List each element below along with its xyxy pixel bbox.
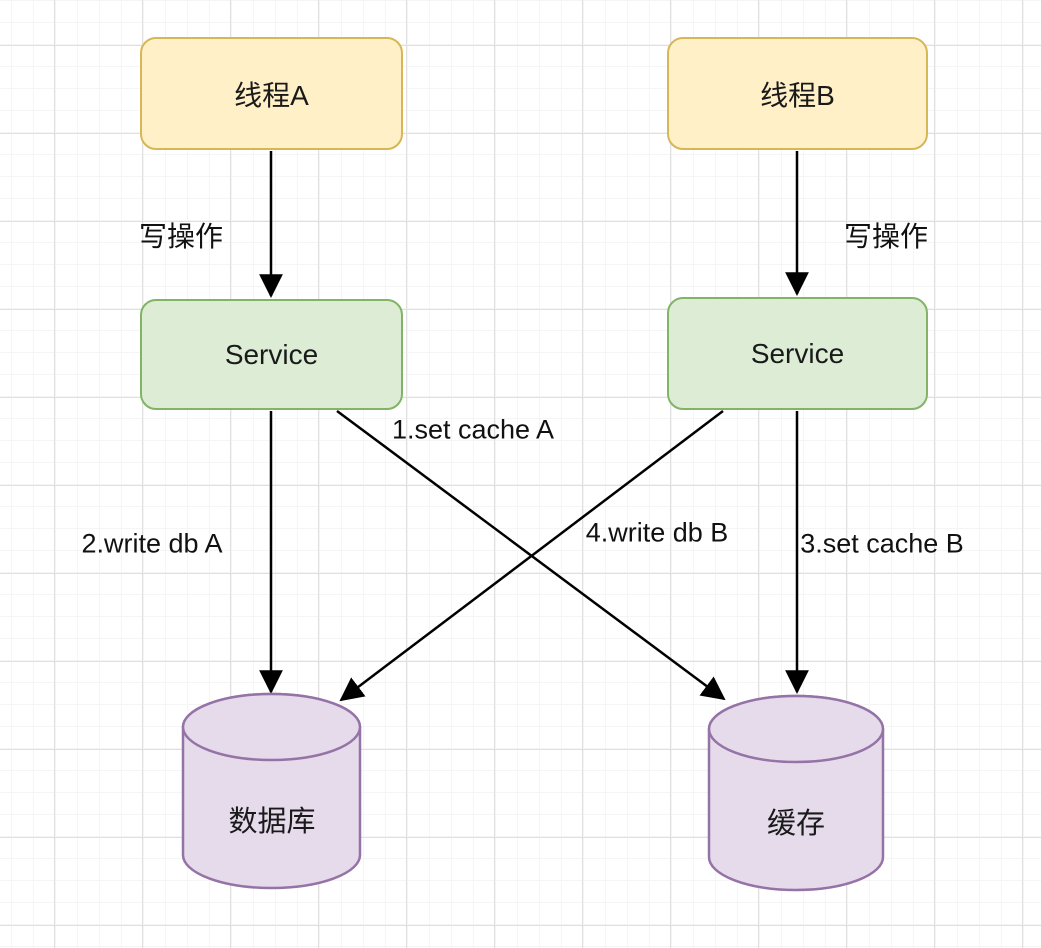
node-database-label: 数据库 bbox=[228, 806, 316, 838]
cylinder-database bbox=[181, 692, 362, 890]
edge-label-set-cache-a: 1.set cache A bbox=[391, 414, 555, 445]
cylinder-cache-top bbox=[707, 694, 885, 764]
edge-label-write-op-a: 写操作 bbox=[138, 220, 224, 252]
cylinder-database-top bbox=[181, 692, 362, 762]
node-service-b: Service bbox=[667, 297, 928, 410]
node-service-b-label: Service bbox=[750, 337, 845, 369]
edge-label-set-cache-b: 3.set cache B bbox=[800, 528, 964, 559]
edge-label-write-db-b: 4.write db B bbox=[585, 517, 729, 548]
node-service-a: Service bbox=[140, 299, 403, 410]
node-thread-a-label: 线程A bbox=[234, 79, 309, 111]
node-thread-a: 线程A bbox=[140, 37, 403, 150]
edge-label-write-op-b: 写操作 bbox=[843, 220, 929, 252]
cylinder-cache bbox=[707, 694, 885, 892]
node-service-a-label: Service bbox=[224, 338, 319, 370]
node-cache-label: 缓存 bbox=[766, 808, 826, 840]
edge-label-write-db-a: 2.write db A bbox=[81, 528, 223, 559]
node-thread-b: 线程B bbox=[667, 37, 928, 150]
edge-service-a-to-cache bbox=[336, 409, 726, 701]
node-thread-b-label: 线程B bbox=[760, 79, 835, 111]
edge-service-b-to-database bbox=[339, 410, 724, 702]
